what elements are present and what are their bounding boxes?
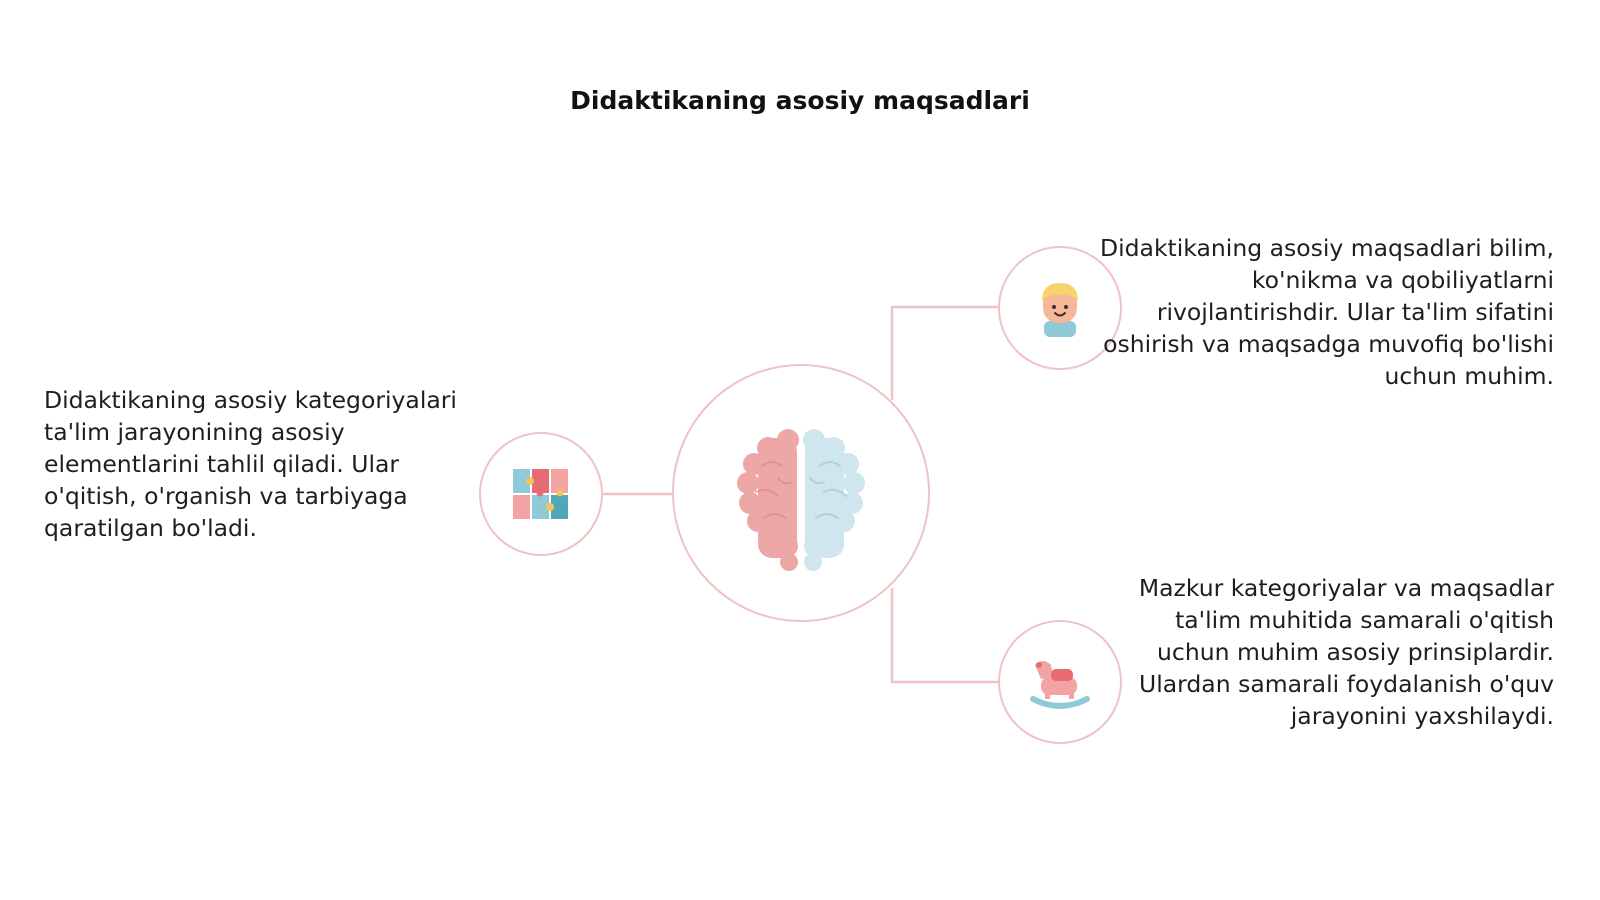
node-principles bbox=[998, 620, 1122, 744]
puzzle-icon bbox=[513, 469, 568, 519]
brain-icon bbox=[737, 429, 865, 571]
child-face-icon bbox=[1042, 283, 1078, 337]
rocking-horse-icon bbox=[1030, 661, 1090, 709]
node-categories bbox=[479, 432, 603, 556]
node-goals bbox=[998, 246, 1122, 370]
central-hub bbox=[672, 364, 930, 622]
brain-left-hemisphere bbox=[737, 429, 799, 571]
text-categories: Didaktikaning asosiy kategoriyalari ta'l… bbox=[44, 386, 457, 542]
connector-bottom bbox=[890, 588, 998, 684]
brain-right-hemisphere bbox=[803, 429, 865, 571]
connector-top bbox=[890, 305, 998, 400]
page-title: Didaktikaning asosiy maqsadlari bbox=[570, 86, 1030, 115]
text-principles: Mazkur kategoriyalar va maqsadlar ta'lim… bbox=[1138, 574, 1554, 730]
text-goals: Didaktikaning asosiy maqsadlari bilim, k… bbox=[1100, 234, 1554, 390]
